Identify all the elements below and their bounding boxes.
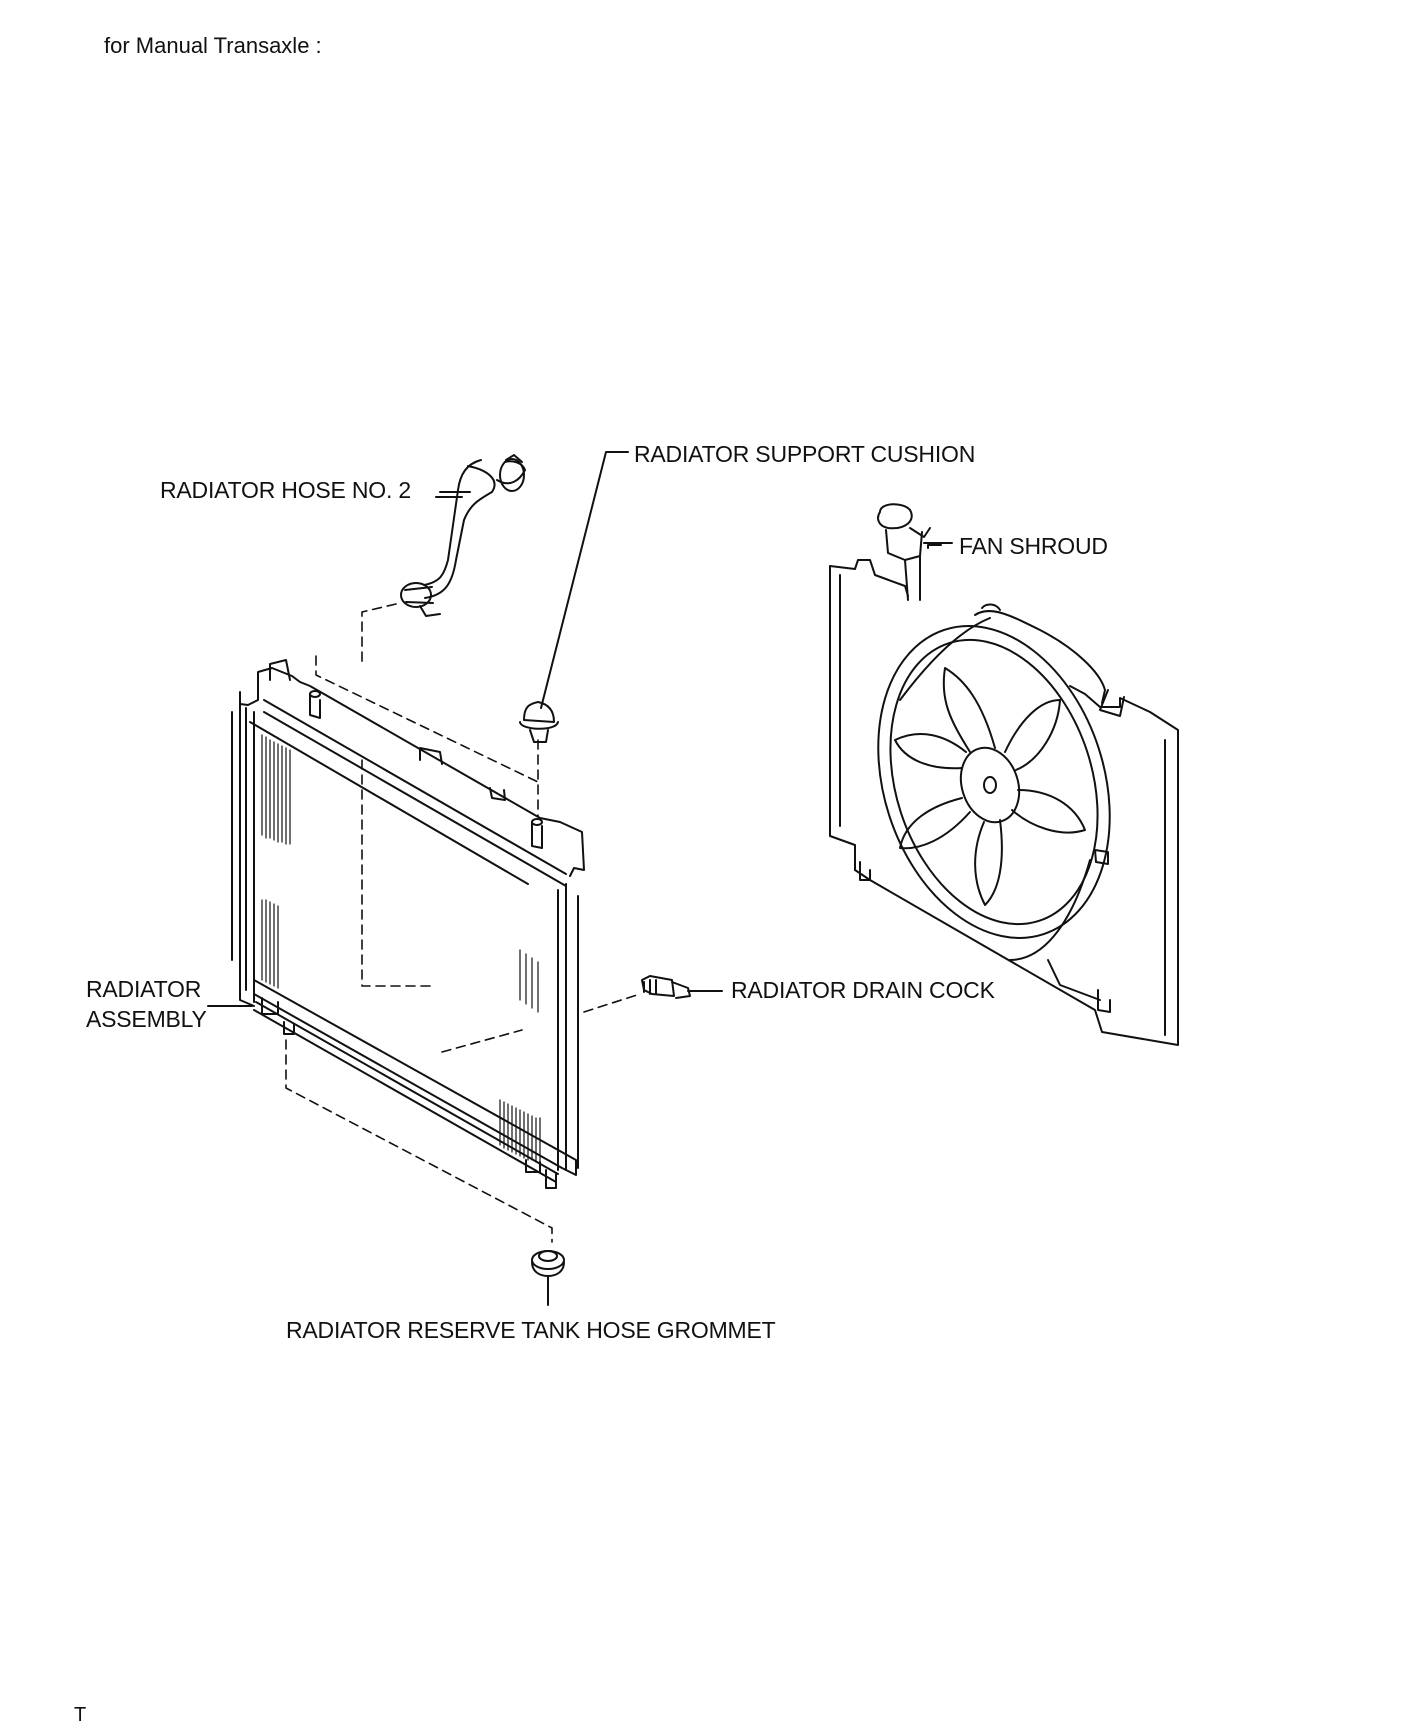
footer-mark: T bbox=[74, 1704, 87, 1726]
radiator-core-fins bbox=[261, 734, 541, 1165]
label-drain-cock: RADIATOR DRAIN COCK bbox=[731, 977, 995, 1003]
page-title: for Manual Transaxle : bbox=[104, 33, 322, 58]
label-radiator-assembly-line2: ASSEMBLY bbox=[86, 1006, 207, 1032]
label-radiator-hose: RADIATOR HOSE NO. 2 bbox=[160, 477, 411, 503]
grommet-drawing bbox=[531, 1250, 565, 1277]
fan-shroud-drawing bbox=[829, 503, 1179, 1046]
alignment-lines bbox=[285, 603, 641, 1243]
label-fan-shroud: FAN SHROUD bbox=[959, 533, 1108, 559]
support-cushion-drawing bbox=[519, 451, 629, 743]
label-grommet: RADIATOR RESERVE TANK HOSE GROMMET bbox=[286, 1317, 776, 1343]
label-radiator-assembly: RADIATOR ASSEMBLY bbox=[86, 974, 207, 1034]
leader-lines bbox=[207, 491, 953, 1306]
label-radiator-assembly-line1: RADIATOR bbox=[86, 976, 202, 1002]
radiator-assembly-drawing bbox=[231, 659, 691, 1189]
radiator-hose-drawing bbox=[400, 454, 526, 617]
label-support-cushion: RADIATOR SUPPORT CUSHION bbox=[634, 441, 976, 467]
